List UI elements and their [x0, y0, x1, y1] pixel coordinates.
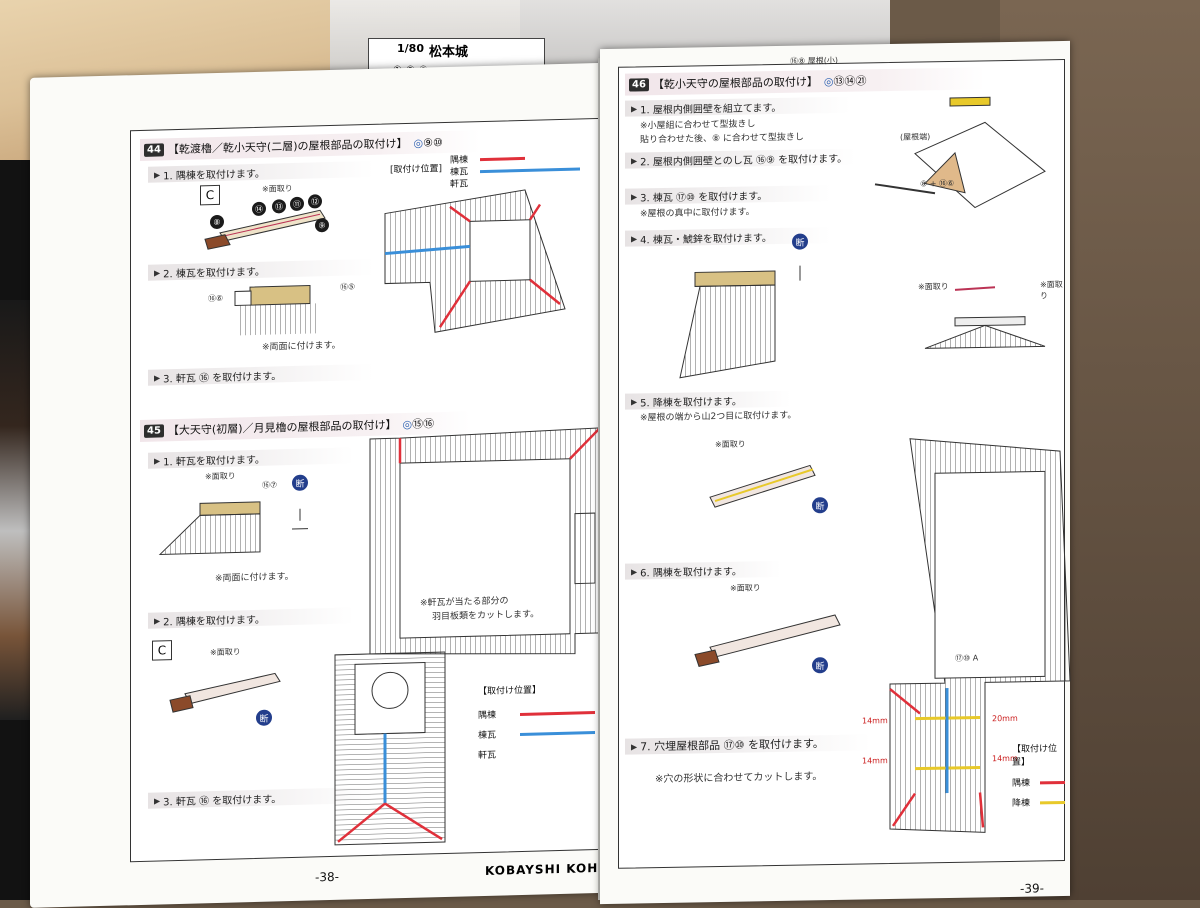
page-number-38: -38- [315, 870, 339, 885]
legend-46-sumimune-swatch [1040, 781, 1065, 784]
glue-note-45: ※両面に付けます。 [215, 569, 294, 584]
step-46-1-note-a: ※小屋組に合わせて型抜きし [640, 116, 756, 131]
section-45-number: 45 [144, 424, 164, 438]
dim-14mm-b: 14mm [862, 756, 888, 765]
part-sheet-icon: ◎ [414, 136, 424, 149]
instruction-page-38: 44 【乾渡櫓／乾小天守(二層)の屋根部品の取付け】 ◎ ⑨ ⑩ 1. 隅棟を取… [30, 62, 630, 908]
dim-14mm-a: 14mm [862, 716, 888, 725]
section-46-title: 【乾小天守の屋根部品の取付け】 [653, 73, 818, 92]
legend-44-nokigawara: 軒瓦 [450, 176, 468, 189]
step-46-3-note: ※屋根の真中に取付けます。 [640, 204, 755, 219]
glue-note-44: ※両面に付けます。 [262, 338, 341, 353]
legend-45-nokigawara: 軒瓦 [478, 748, 496, 761]
legend-46-kudarimune-swatch [1040, 801, 1065, 804]
section-46-part-a: ⑬ [834, 73, 845, 89]
corner-ridge-diagram-46 [685, 589, 865, 672]
section-44-title: 【乾渡櫓／乾小天守(二層)の屋根部品の取付け】 [168, 135, 408, 157]
part-sheet-icon-46: ◎ [824, 75, 834, 88]
cut-note-45-line1: ※軒瓦が当たる部分の [420, 593, 509, 608]
legend-title-44: [取付け位置] [390, 161, 442, 175]
ridge-assembly-46-1 [855, 91, 1055, 224]
dim-20mm: 20mm [992, 714, 1018, 723]
ridge-shachi-diagram [680, 250, 820, 382]
legend-46-kudarimune: 降棟 [1012, 796, 1030, 809]
legend-title-46: 【取付け位置】 [1012, 741, 1070, 768]
ridge-diagram-45-2 [155, 661, 305, 725]
roof-plan-46 [885, 431, 1075, 834]
callout-166: ⑯⑥ [208, 293, 223, 304]
callout-167: ⑯⑦ [262, 479, 277, 490]
step-46-7-note: ※穴の形状に合わせてカットします。 [655, 767, 822, 785]
box-title: 松本城 [429, 41, 468, 60]
label-8-166: ⑧ + ⑯⑥ [920, 178, 954, 190]
legend-45-sumimune: 隅棟 [478, 708, 496, 721]
roof-plate-label: ⑯⑧ 屋根(小) [790, 55, 838, 67]
step-46-5-note: ※屋根の端から山2つ目に取付けます。 [640, 408, 796, 424]
roof-plan-45 [330, 423, 610, 850]
box-scale: 1/80 [397, 42, 424, 55]
callout-165: ⑯⑤ [340, 281, 355, 292]
section-46-part-c: ㉑ [856, 72, 867, 88]
ridge-diagram-44-1 [180, 189, 360, 254]
roof-plan-44 [375, 189, 575, 344]
legend-46-sumimune: 隅棟 [1012, 776, 1030, 789]
label-170a: ⑰⑩ A [955, 653, 978, 664]
section-44-part-a: ⑨ [423, 136, 433, 149]
instruction-page-39: 46 【乾小天守の屋根部品の取付け】 ◎ ⑬ ⑭ ㉑ ⑯⑧ 屋根(小) 1. 屋… [600, 41, 1070, 904]
page-number-39: -39- [1020, 881, 1044, 895]
step-46-6: 6. 隅棟を取付けます。 [625, 561, 781, 580]
ridge-roof-diagram-46 [905, 276, 1065, 369]
eave-diagram-45-1 [150, 490, 330, 565]
legend-45-munegawara: 棟瓦 [478, 728, 496, 741]
section-46-part-b: ⑭ [845, 73, 856, 89]
mentori-note-45-1: ※面取り [205, 470, 236, 482]
section-44-part-b: ⑩ [433, 136, 443, 149]
section-46-number: 46 [629, 78, 649, 91]
section-44-number: 44 [144, 143, 164, 157]
step-46-5: 5. 降棟を取付けます。 [625, 391, 791, 410]
mentori-note-45-2: ※面取り [210, 646, 241, 658]
legend-title-45: 【取付け位置】 [478, 682, 541, 697]
glue-icon-45: C [152, 640, 172, 661]
label-roof-edge: (屋根端) [900, 131, 930, 143]
